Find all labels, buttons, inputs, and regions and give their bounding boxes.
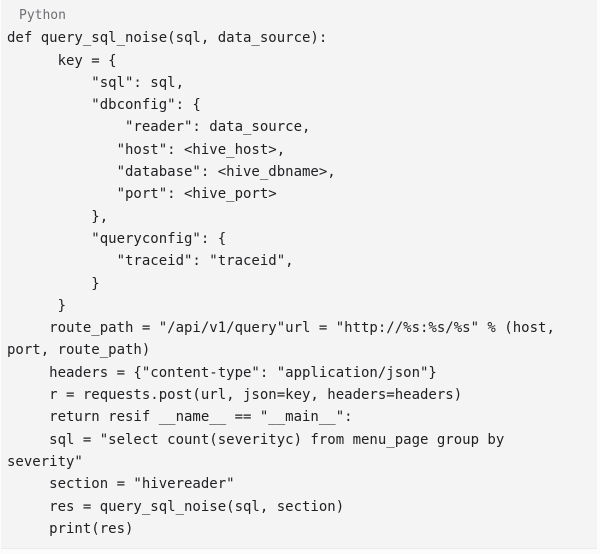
code-line: "database": <hive_dbname>, (7, 164, 336, 181)
code-line: port, route_path) (7, 342, 151, 359)
code-line: "reader": data_source, (7, 119, 311, 136)
code-line: }, (7, 208, 109, 225)
code-line: res = query_sql_noise(sql, section) (7, 498, 345, 515)
language-label: Python (19, 8, 66, 23)
code-line: "host": <hive_host>, (7, 141, 286, 158)
code-line: "queryconfig": { (7, 230, 227, 247)
code-line: print(res) (7, 520, 134, 537)
code-lines: def query_sql_noise(sql, data_source): k… (7, 27, 597, 540)
code-line: "port": <hive_port> (7, 186, 277, 203)
code-wrap: Python def query_sql_noise(sql, data_sou… (1, 0, 597, 540)
code-line: key = { (7, 52, 117, 69)
code-line: severity" (7, 453, 83, 470)
code-line: sql = "select count(severityc) from menu… (7, 431, 505, 448)
code-line: "sql": sql, (7, 74, 185, 91)
code-line: "dbconfig": { (7, 97, 201, 114)
code-line: r = requests.post(url, json=key, headers… (7, 387, 463, 404)
code-line: return resif __name__ == "__main__": (7, 409, 353, 426)
code-line: } (7, 275, 100, 292)
code-line: section = "hivereader" (7, 476, 235, 493)
code-line: route_path = "/api/v1/query"url = "http:… (7, 320, 555, 337)
code-line: headers = {"content-type": "application/… (7, 364, 437, 381)
code-line: "traceid": "traceid", (7, 253, 294, 270)
code-line: def query_sql_noise(sql, data_source): (7, 30, 328, 47)
code-line: } (7, 297, 67, 314)
